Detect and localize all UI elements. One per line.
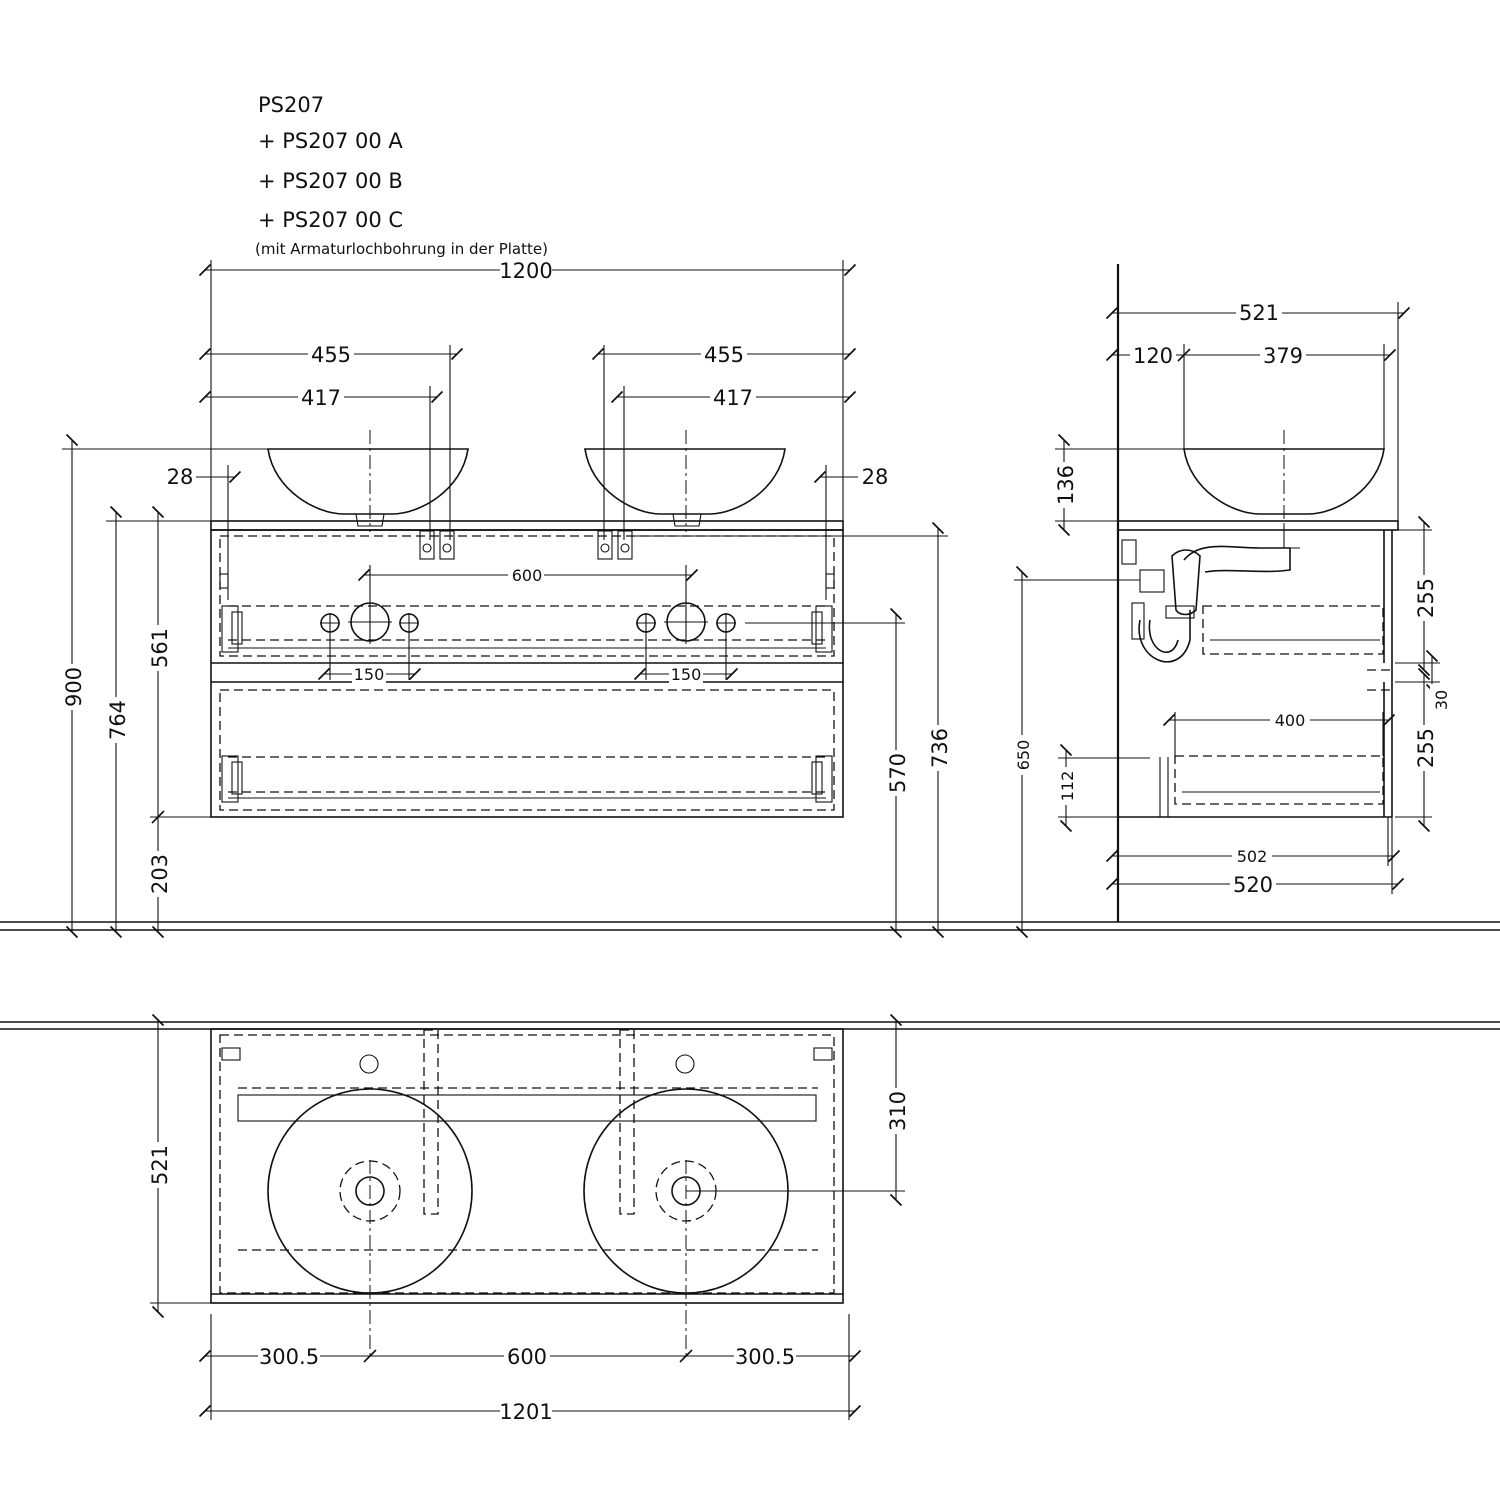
dim-400: 400 — [1275, 711, 1306, 730]
dim-28-left: 28 — [167, 465, 194, 489]
dim-900: 900 — [62, 667, 86, 707]
dim-561: 561 — [148, 628, 172, 668]
dim-521-top: 521 — [148, 1145, 172, 1185]
dim-600-top: 600 — [507, 1345, 547, 1369]
side-view — [1116, 264, 1399, 922]
dim-1201: 1201 — [499, 1400, 552, 1424]
drill-note: (mit Armaturlochbohrung in der Platte) — [255, 240, 548, 258]
title-block: PS207 + PS207 00 A + PS207 00 B + PS207 … — [255, 93, 548, 258]
dim-764: 764 — [106, 700, 130, 740]
dim-455-left: 455 — [311, 343, 351, 367]
front-dimensions: 1200 455 455 417 417 28 28 900 — [60, 258, 952, 939]
side-dimensions: 521 120 379 136 650 112 255 — [1012, 300, 1452, 939]
dim-379: 379 — [1263, 344, 1303, 368]
floor-line-lower — [0, 1021, 1500, 1030]
dim-150-left: 150 — [354, 665, 385, 684]
top-view — [210, 1028, 844, 1360]
dim-150-right: 150 — [671, 665, 702, 684]
dim-520: 520 — [1233, 873, 1273, 897]
dim-255-top: 255 — [1414, 578, 1438, 618]
model-name: PS207 — [258, 93, 324, 117]
variant-a: + PS207 00 A — [258, 129, 403, 153]
dim-502: 502 — [1237, 847, 1268, 866]
dim-650: 650 — [1014, 740, 1033, 771]
variant-b: + PS207 00 B — [258, 169, 403, 193]
dim-120: 120 — [1133, 344, 1173, 368]
dim-455-right: 455 — [704, 343, 744, 367]
dim-417-right: 417 — [713, 386, 753, 410]
dim-600-taps: 600 — [512, 566, 543, 585]
dim-521-side: 521 — [1239, 301, 1279, 325]
dim-570: 570 — [886, 753, 910, 793]
top-dimensions: 521 310 300.5 600 300.5 1201 — [146, 1013, 910, 1424]
front-view — [210, 430, 844, 818]
dim-203: 203 — [148, 854, 172, 894]
dim-30: 30 — [1432, 690, 1451, 710]
dim-300-5-right: 300.5 — [735, 1345, 795, 1369]
dim-112: 112 — [1058, 771, 1077, 802]
floor-line-upper — [0, 921, 1500, 931]
dim-255-bottom: 255 — [1414, 728, 1438, 768]
dim-136: 136 — [1054, 465, 1078, 505]
dim-736: 736 — [928, 728, 952, 768]
dim-28-right: 28 — [862, 465, 889, 489]
dim-1200: 1200 — [499, 259, 552, 283]
dim-417-left: 417 — [301, 386, 341, 410]
variant-c: + PS207 00 C — [258, 208, 403, 232]
dim-300-5-left: 300.5 — [259, 1345, 319, 1369]
dim-310: 310 — [886, 1091, 910, 1131]
